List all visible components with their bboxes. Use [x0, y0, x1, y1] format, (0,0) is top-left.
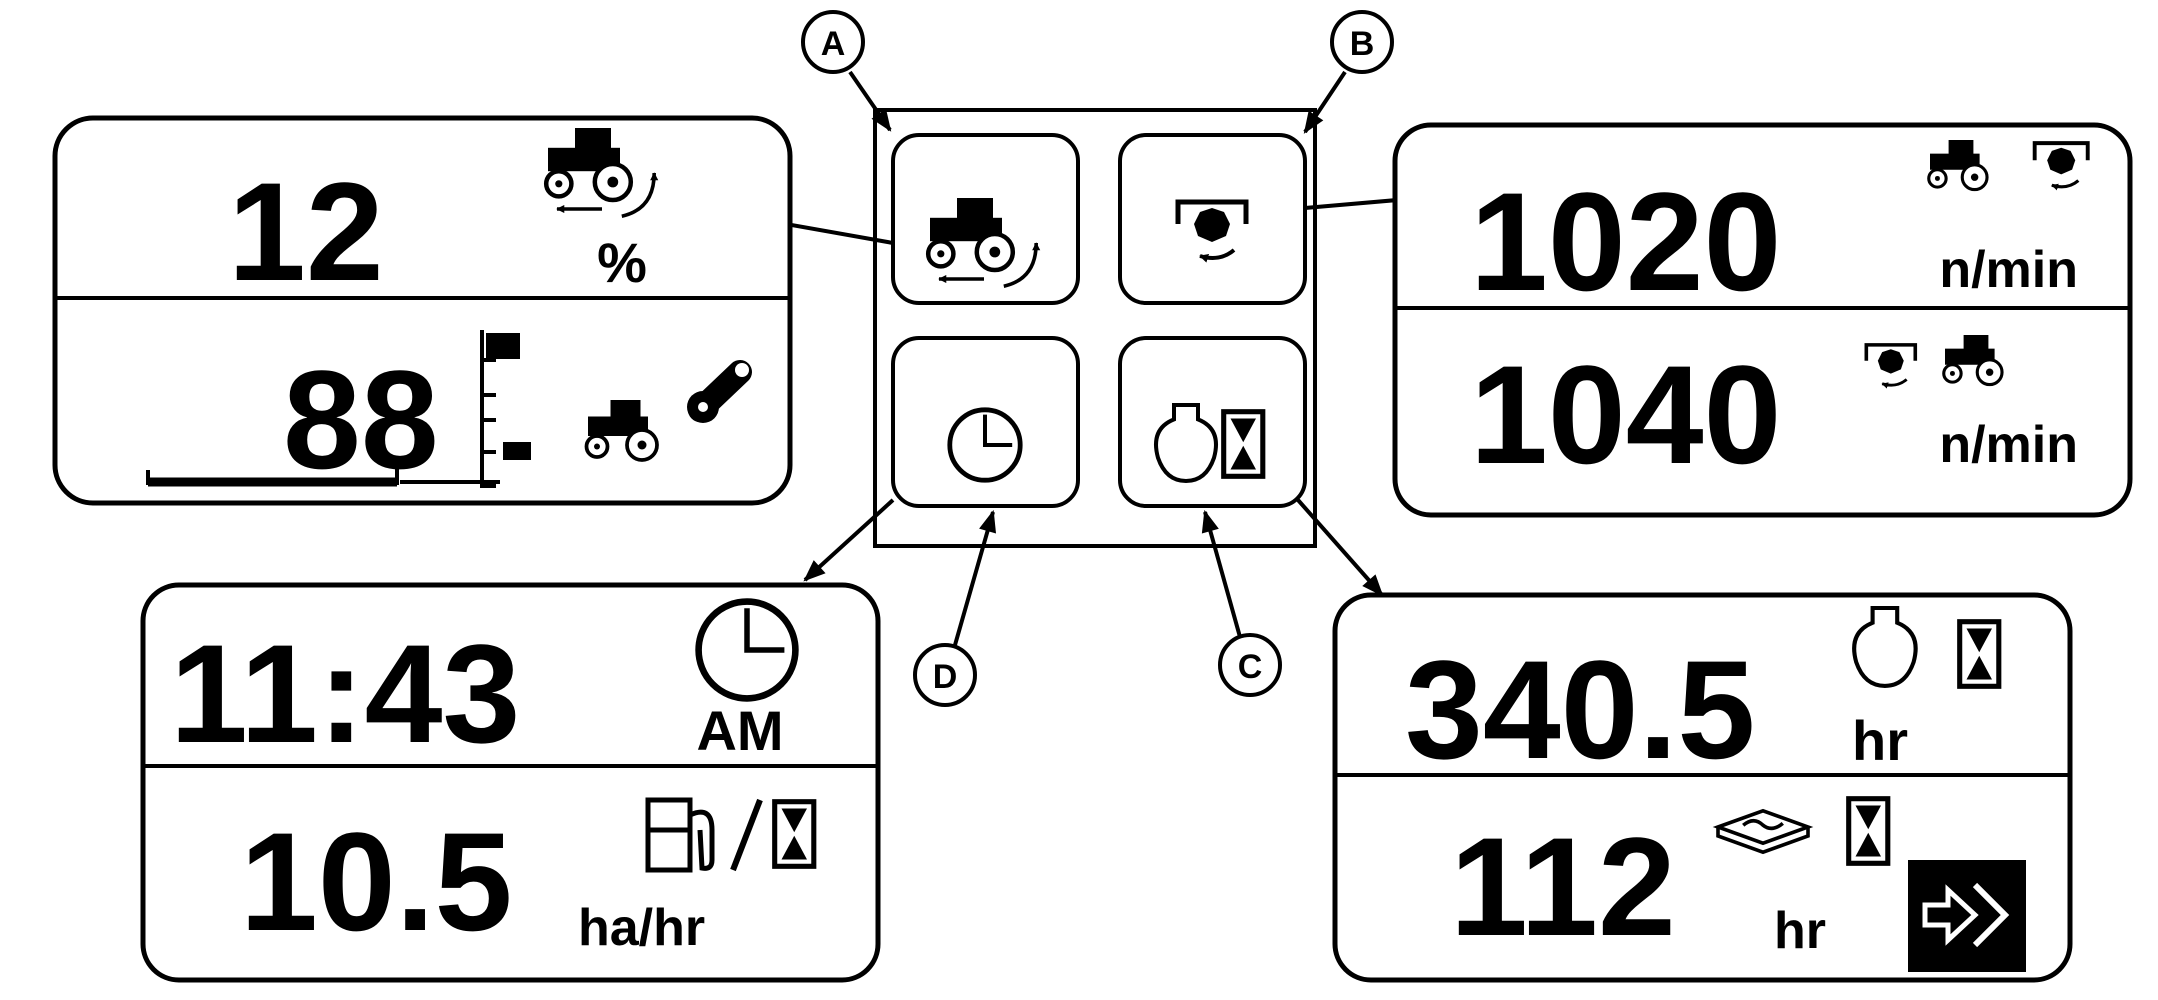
wheel-slip-unit: %	[597, 231, 647, 294]
callout-d: D	[913, 643, 977, 707]
wheel-slip-panel: 12 % 88	[52, 115, 793, 506]
svg-text:D: D	[933, 658, 958, 696]
pto-set-unit: n/min	[1939, 416, 2078, 474]
slash-separator	[730, 798, 763, 872]
hours-key[interactable]	[1118, 336, 1307, 508]
hourglass-icon	[1960, 622, 1999, 687]
clock-icon	[699, 602, 796, 699]
hourglass-icon	[1849, 799, 1888, 864]
pto-speed-panel: 1020 n/min 1040 n/min	[1392, 122, 2133, 518]
fuel-pump-icon	[645, 797, 715, 873]
work-rate-value: 10.5	[240, 803, 512, 960]
exit-arrow-icon[interactable]	[1908, 860, 2026, 972]
svg-text:C: C	[1238, 648, 1263, 686]
pto-key[interactable]	[1118, 133, 1307, 305]
pto-actual-unit: n/min	[1939, 241, 2078, 299]
service-manual-icon	[1712, 808, 1814, 855]
service-hours-unit: hr	[1774, 902, 1826, 960]
tractor-wheel-slip-icon	[928, 198, 1041, 288]
service-hours-value: 112	[1450, 808, 1676, 965]
clock-panel: 11:43 AM 10.5 ha/hr	[140, 582, 881, 983]
engine-hours-unit: hr	[1852, 709, 1908, 772]
pto-actual-value: 1020	[1470, 163, 1781, 320]
hourglass-icon	[775, 802, 814, 867]
engine-hours-value: 340.5	[1405, 631, 1755, 788]
svg-text:A: A	[821, 25, 846, 63]
wheel-slip-value: 12	[228, 153, 384, 310]
callout-c: C	[1218, 633, 1282, 697]
svg-text:B: B	[1350, 25, 1375, 63]
tractor-wheel-slip-icon	[546, 128, 659, 218]
clock-icon	[950, 410, 1020, 480]
hours-panel: 340.5 hr 112 hr	[1332, 592, 2073, 983]
hitch-arm-icon	[687, 360, 752, 423]
clock-period: AM	[696, 699, 783, 762]
pto-set-value: 1040	[1470, 336, 1781, 493]
wheel-slip-key[interactable]	[891, 133, 1080, 305]
hitch-position-bar	[146, 460, 399, 487]
clock-key[interactable]	[891, 336, 1080, 508]
callout-a: A	[801, 10, 865, 74]
center-console	[873, 108, 1317, 548]
work-rate-unit: ha/hr	[578, 899, 705, 957]
clock-time: 11:43	[170, 615, 520, 772]
callout-b: B	[1330, 10, 1394, 74]
hitch-position-value: 88	[283, 341, 439, 498]
hitch-scale-icon	[400, 330, 531, 488]
